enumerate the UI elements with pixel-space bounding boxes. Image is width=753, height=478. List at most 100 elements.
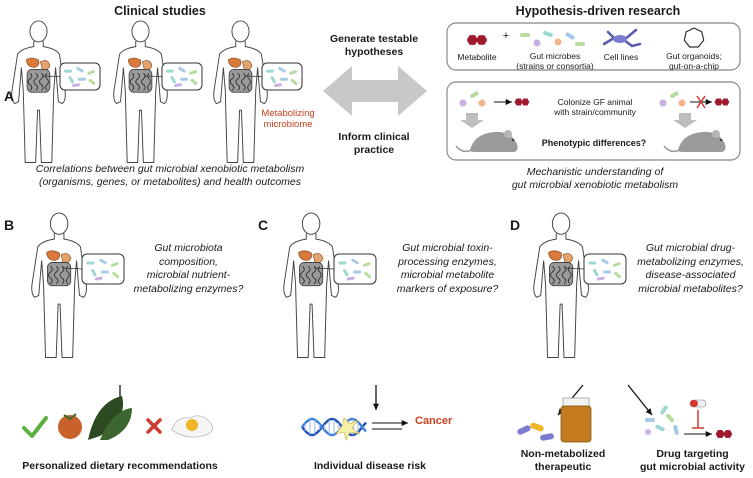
hex-left	[715, 430, 725, 438]
microbe-shape	[278, 67, 286, 73]
arrow-head	[705, 98, 712, 106]
microbe-shape	[601, 258, 609, 265]
panel-b-letter: B	[4, 217, 15, 233]
dna-strand-1	[301, 417, 367, 437]
microbe-shape	[655, 424, 665, 432]
arrow-head	[505, 98, 512, 106]
check-icon	[22, 416, 48, 438]
intestine-shape	[549, 262, 574, 287]
blocked-cross-icon	[696, 95, 706, 109]
microbe-shape	[94, 276, 103, 281]
mouse-ear	[712, 130, 720, 138]
organoid-icon	[683, 27, 705, 48]
hex-left	[714, 98, 723, 106]
microbe-shape	[290, 78, 298, 86]
stomach-shape	[40, 60, 51, 71]
mouse-eye	[512, 139, 514, 141]
gut-microbes-label: Gut microbes (strains or consortia)	[516, 51, 594, 71]
dna-strand-2	[301, 417, 367, 437]
microbe-shape	[166, 69, 174, 73]
intestine-shape	[26, 69, 51, 93]
microbe-shape	[673, 425, 679, 435]
microbe-inset-b-connector	[61, 267, 83, 270]
microbe-shape	[274, 83, 282, 88]
panel-b-question: Gut microbiota composition, microbial nu…	[133, 242, 244, 295]
microbe-shape	[87, 70, 96, 75]
liver-shape	[46, 250, 60, 261]
mouse-eye	[720, 139, 722, 141]
hypothesis-research-title: Hypothesis-driven research	[515, 4, 681, 18]
gray-down-arrow-right	[673, 113, 697, 128]
head-outline	[29, 20, 48, 43]
microbe-shape	[614, 271, 622, 279]
metabolizing-microbiome-label: Metabolizing microbiome	[261, 108, 315, 130]
intestine-shape	[47, 262, 72, 287]
microbe-shape	[64, 69, 72, 73]
microbe-shape	[362, 262, 371, 267]
body-outline	[113, 40, 168, 163]
spinach-leaf-1	[88, 396, 124, 440]
intestine-coils	[300, 266, 322, 285]
microbe-shape	[178, 67, 186, 73]
body-outline	[11, 40, 66, 163]
microbe-shape	[660, 405, 668, 415]
head-outline	[301, 212, 321, 235]
stomach-shape	[562, 253, 574, 264]
research-box-bottom	[446, 81, 741, 161]
double-arrow-shape	[323, 66, 427, 116]
microbe-inset-2	[161, 62, 203, 91]
microbe-inset-d	[583, 253, 627, 285]
intestine-coils	[229, 72, 251, 91]
microbe-shape	[289, 70, 298, 75]
microbe-shape	[554, 38, 562, 46]
hex-left	[466, 35, 478, 45]
body-outline	[533, 233, 589, 358]
microbe-shape	[533, 39, 541, 47]
microbe-shape	[280, 77, 288, 81]
organoids-label: Gut organoids; gut-on-a-chip	[666, 51, 722, 71]
panel-c-question: Gut microbial toxin- processing enzymes,…	[396, 242, 499, 295]
microbe-shape	[174, 83, 182, 88]
microbe-shape	[86, 261, 95, 265]
microbe-shape	[678, 99, 686, 107]
hex-right	[721, 98, 730, 106]
human-figure-b	[31, 212, 87, 358]
phenotype-label: Phenotypic differences?	[541, 138, 647, 148]
microbe-inset-1-connector	[41, 75, 61, 77]
arrow-head	[705, 430, 712, 438]
arrow-line	[627, 384, 653, 416]
microbe-shape	[659, 99, 667, 107]
intestine-coils	[550, 266, 572, 285]
microbe-shape	[270, 76, 276, 84]
microbe-shape	[575, 42, 585, 46]
inform-practice-label: Inform clinical practice	[338, 131, 410, 156]
intestine-shape	[228, 69, 253, 93]
microbe-shape	[68, 76, 74, 84]
hex-right	[723, 430, 733, 438]
microbe-inset-c-connector	[313, 267, 335, 270]
arrow-head	[372, 403, 380, 410]
microbe-shape	[180, 77, 188, 81]
microbe-shape	[189, 70, 198, 75]
microbe-inset-c	[333, 253, 377, 285]
panel-d-letter: D	[510, 217, 521, 233]
stomach-shape	[60, 253, 72, 264]
head-outline	[231, 20, 250, 43]
bottle-icon	[560, 405, 592, 443]
microbe-shape	[612, 262, 621, 267]
colonize-label: Colonize GF animal with strain/community	[554, 97, 636, 117]
hex-right	[521, 98, 530, 106]
microbe-shape	[364, 271, 372, 279]
microbe-shape	[645, 418, 655, 422]
microbe-shape	[72, 83, 80, 88]
mouse-ear	[504, 130, 512, 138]
generate-hypotheses-label: Generate testable hypotheses	[329, 33, 419, 58]
hex-right	[476, 35, 488, 45]
microbe-shape	[190, 78, 198, 86]
microbe-inset-2-connector	[143, 75, 163, 77]
bottle-cap	[562, 397, 590, 407]
intestine-shape	[299, 262, 324, 287]
microbe-shape	[478, 99, 486, 107]
liver-shape	[298, 250, 312, 261]
intestine-coils	[129, 72, 151, 91]
